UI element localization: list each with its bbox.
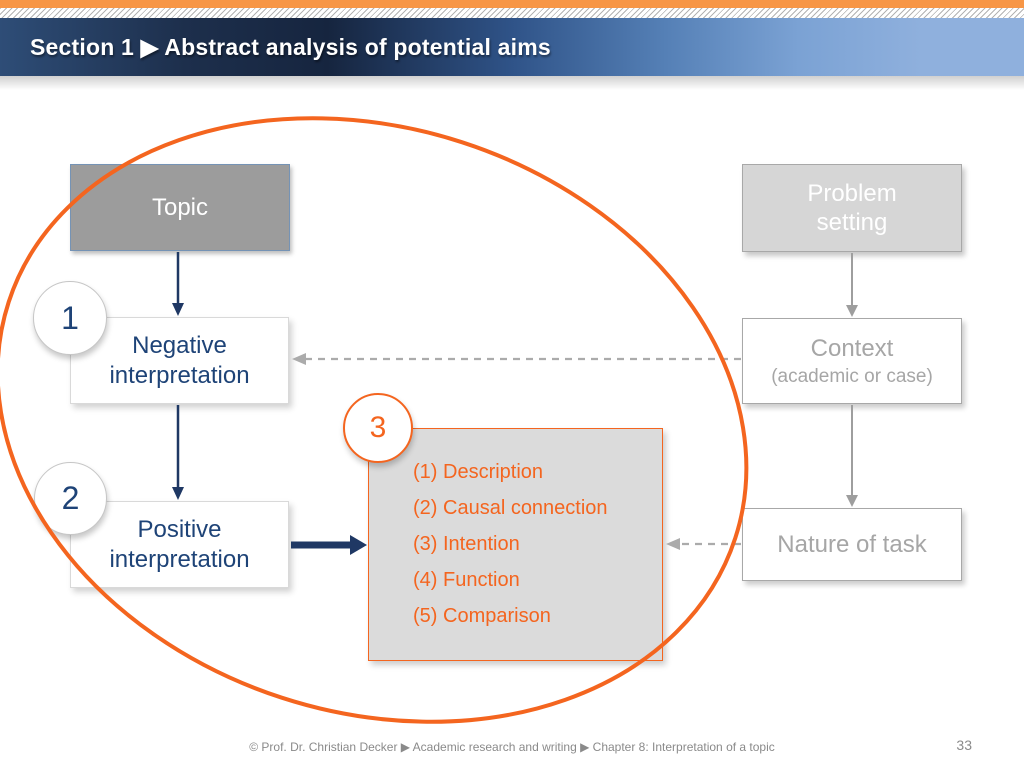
- problem-setting-box: Problem setting: [742, 164, 962, 252]
- step-1-badge: 1: [33, 281, 107, 355]
- topic-box: Topic: [70, 164, 290, 251]
- step-3-badge: 3: [343, 393, 413, 463]
- top-orange-bar: [0, 0, 1024, 8]
- step-2-badge: 2: [34, 462, 107, 535]
- dashed-arrow-nature-to-aims: [666, 538, 741, 550]
- context-title: Context: [810, 334, 894, 362]
- arrow-positive-to-aims: [291, 535, 367, 555]
- slide-header: Section 1 ▶ Abstract analysis of potenti…: [0, 18, 1024, 76]
- list-item: (1) Description: [413, 461, 544, 483]
- list-item: (2) Causal connection: [413, 497, 608, 519]
- top-striped-band: [0, 8, 1024, 18]
- list-item: (4) Function: [413, 569, 520, 591]
- slide-title: Section 1 ▶ Abstract analysis of potenti…: [30, 33, 551, 60]
- arrow-topic-to-negative: [172, 252, 184, 316]
- footer-credit: © Prof. Dr. Christian Decker ▶ Academic …: [249, 740, 775, 754]
- list-item: (5) Comparison: [413, 605, 551, 627]
- context-subtitle: (academic or case): [771, 366, 933, 388]
- dashed-arrow-context-to-negative: [292, 353, 741, 365]
- arrow-problem-to-context: [846, 253, 858, 317]
- context-box: Context (academic or case): [742, 318, 962, 404]
- arrow-context-to-nature: [846, 405, 858, 507]
- nature-of-task-box: Nature of task: [742, 508, 962, 581]
- header-shadow: [0, 76, 1024, 90]
- arrow-negative-to-positive: [172, 405, 184, 500]
- page-number: 33: [956, 737, 972, 753]
- list-item: (3) Intention: [413, 533, 520, 555]
- aims-list-box: (1) Description (2) Causal connection (3…: [368, 428, 663, 661]
